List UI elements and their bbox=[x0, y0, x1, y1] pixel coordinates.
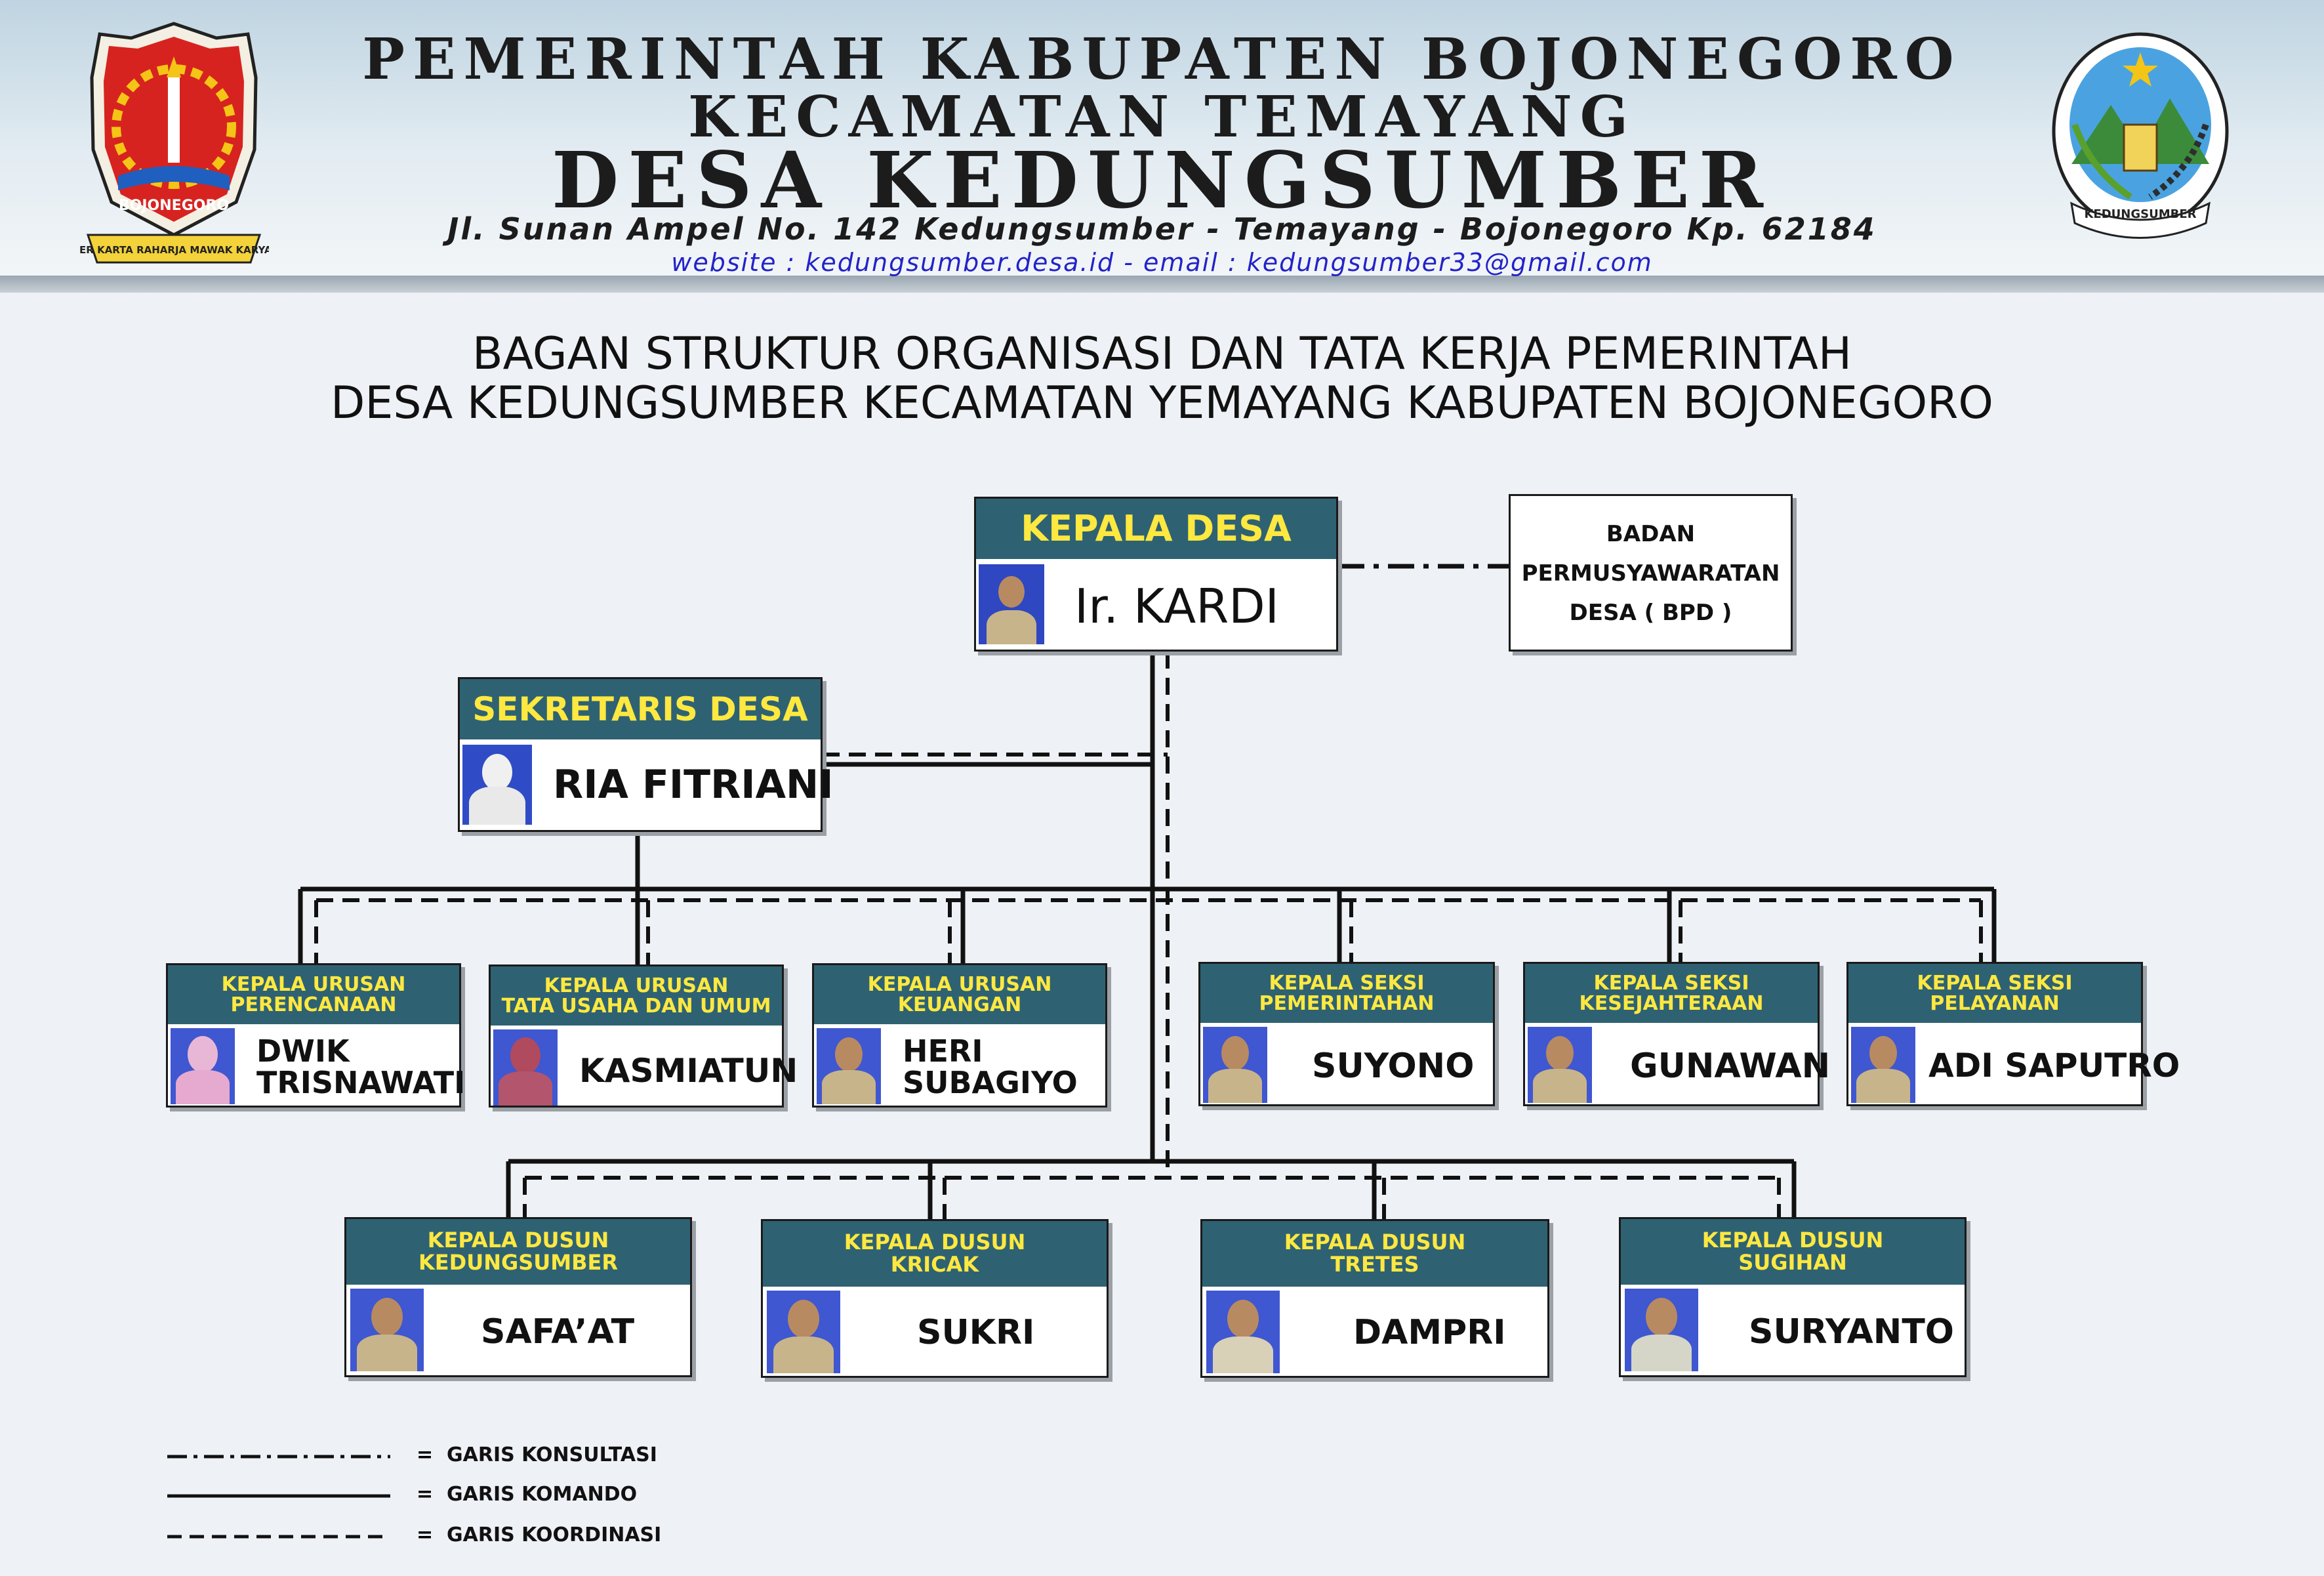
letterhead-line-2: KECAMATAN TEMAYANG bbox=[687, 84, 1637, 150]
logo-right-label: KEDUNGSUMBER bbox=[2084, 207, 2196, 221]
dusun-photo bbox=[1625, 1289, 1698, 1371]
urusan-name-line-1: DWIK bbox=[256, 1033, 350, 1069]
legend-symbol: = bbox=[417, 1524, 434, 1546]
dusun-photo bbox=[1206, 1291, 1280, 1373]
dusun-box: KEPALA DUSUN SUGIHAN SURYANTO bbox=[1619, 1217, 1967, 1377]
chart-title-line-2: DESA KEDUNGSUMBER KECAMATAN YEMAYANG KAB… bbox=[331, 377, 1993, 429]
legend-symbol: = bbox=[417, 1443, 434, 1466]
letterhead-divider bbox=[0, 276, 2324, 293]
seksi-role-line-2: KESEJAHTERAAN bbox=[1579, 992, 1764, 1015]
sekretaris-desa-name: RIA FITRIANI bbox=[553, 762, 834, 808]
seksi-photo bbox=[1528, 1027, 1592, 1103]
letterhead-contact: website : kedungsumber.desa.id - email :… bbox=[671, 248, 1653, 277]
seksi-box: KEPALA SEKSI PEMERINTAHAN SUYONO bbox=[1198, 962, 1495, 1106]
bpd-line-3: DESA ( BPD ) bbox=[1569, 600, 1732, 626]
urusan-name-line-2: TRISNAWATI bbox=[256, 1065, 466, 1100]
legend-consultation-line bbox=[167, 1455, 390, 1459]
dusun-box: KEPALA DUSUN KEDUNGSUMBER SAFA’AT bbox=[344, 1217, 692, 1377]
urusan-box: KEPALA URUSAN PERENCANAAN DWIK TRISNAWAT… bbox=[166, 963, 465, 1108]
urusan-name-line-1: HERI bbox=[903, 1033, 983, 1069]
kepala-desa-box: KEPALA DESA Ir. KARDI bbox=[974, 497, 1338, 652]
bojonegoro-logo: BOJONEGORO JER KARTA RAHARJA MAWAK KARYA bbox=[75, 18, 272, 268]
sekretaris-desa-box: SEKRETARIS DESA RIA FITRIANI bbox=[458, 677, 834, 832]
dusun-box: KEPALA DUSUN KRICAK SUKRI bbox=[761, 1219, 1109, 1378]
sekretaris-desa-role: SEKRETARIS DESA bbox=[460, 679, 821, 739]
sekretaris-desa-photo bbox=[462, 745, 532, 825]
letterhead-line-1: PEMERINTAH KABUPATEN BOJONEGORO bbox=[362, 26, 1962, 93]
letterhead-address: Jl. Sunan Ampel No. 142 Kedungsumber - T… bbox=[447, 211, 1877, 247]
legend-label: GARIS KOMANDO bbox=[447, 1483, 638, 1506]
seksi-name: ADI SAPUTRO bbox=[1928, 1047, 2180, 1085]
bpd-box: BADAN PERMUSYAWARATAN DESA ( BPD ) bbox=[1509, 494, 1793, 652]
urusan-role-line-1: KEPALA URUSAN bbox=[867, 972, 1052, 996]
urusan-name-line-1: KASMIATUN bbox=[579, 1052, 798, 1090]
urusan-role-line-2: PERENCANAAN bbox=[230, 993, 397, 1016]
urusan-photo bbox=[817, 1028, 881, 1104]
legend-label: GARIS KONSULTASI bbox=[447, 1443, 657, 1466]
logo-left-label: BOJONEGORO bbox=[119, 197, 229, 214]
urusan-role-line-2: KEUANGAN bbox=[897, 993, 1022, 1016]
seksi-photo bbox=[1851, 1027, 1915, 1103]
kepala-desa-name: Ir. KARDI bbox=[1074, 579, 1279, 634]
dusun-role-line-1: KEPALA DUSUN bbox=[844, 1230, 1026, 1255]
dusun-role-line-1: KEPALA DUSUN bbox=[1284, 1230, 1466, 1255]
seksi-box: KEPALA SEKSI KESEJAHTERAAN GUNAWAN bbox=[1523, 962, 1830, 1106]
logo-left-motto: JER KARTA RAHARJA MAWAK KARYA bbox=[79, 244, 269, 256]
seksi-role-line-1: KEPALA SEKSI bbox=[1593, 971, 1749, 995]
seksi-box: KEPALA SEKSI PELAYANAN ADI SAPUTRO bbox=[1846, 962, 2180, 1106]
chart-title-line-1: BAGAN STRUKTUR ORGANISASI DAN TATA KERJA… bbox=[472, 328, 1852, 380]
dusun-photo bbox=[767, 1291, 840, 1373]
dusun-role-line-1: KEPALA DUSUN bbox=[1702, 1228, 1884, 1253]
dusun-name: SAFA’AT bbox=[481, 1312, 635, 1352]
seksi-role-line-2: PELAYANAN bbox=[1930, 992, 2060, 1015]
seksi-name: SUYONO bbox=[1312, 1047, 1475, 1086]
legend-coordination-line bbox=[167, 1535, 390, 1539]
dusun-box: KEPALA DUSUN TRETES DAMPRI bbox=[1200, 1219, 1549, 1378]
legend-command-line bbox=[167, 1494, 390, 1498]
seksi-role-line-1: KEPALA SEKSI bbox=[1269, 971, 1425, 995]
legend-label: GARIS KOORDINASI bbox=[447, 1524, 662, 1546]
kepala-desa-photo bbox=[979, 564, 1044, 644]
dusun-role-line-2: KEDUNGSUMBER bbox=[418, 1250, 618, 1275]
urusan-role-line-2: TATA USAHA DAN UMUM bbox=[501, 995, 771, 1018]
dusun-role-line-2: KRICAK bbox=[890, 1252, 979, 1277]
seksi-role-line-2: PEMERINTAHAN bbox=[1259, 992, 1435, 1015]
urusan-box: KEPALA URUSAN KEUANGAN HERI SUBAGIYO bbox=[812, 963, 1107, 1108]
urusan-role-line-1: KEPALA URUSAN bbox=[221, 972, 406, 996]
dusun-name: DAMPRI bbox=[1353, 1313, 1506, 1352]
dusun-name: SUKRI bbox=[917, 1313, 1035, 1352]
kepala-desa-role: KEPALA DESA bbox=[976, 499, 1336, 559]
urusan-name-line-2: SUBAGIYO bbox=[903, 1065, 1078, 1100]
bpd-line-2: PERMUSYAWARATAN bbox=[1521, 560, 1780, 587]
dusun-role-line-1: KEPALA DUSUN bbox=[427, 1228, 609, 1253]
urusan-photo bbox=[171, 1028, 235, 1104]
bpd-line-1: BADAN bbox=[1606, 521, 1696, 547]
urusan-box: KEPALA URUSAN TATA USAHA DAN UMUM KASMIA… bbox=[489, 964, 798, 1108]
urusan-role-line-1: KEPALA URUSAN bbox=[544, 974, 729, 997]
kedungsumber-logo: KEDUNGSUMBER bbox=[2045, 26, 2235, 256]
legend-symbol: = bbox=[417, 1483, 434, 1506]
seksi-name: GUNAWAN bbox=[1630, 1047, 1831, 1086]
seksi-role-line-1: KEPALA SEKSI bbox=[1917, 971, 2073, 995]
dusun-name: SURYANTO bbox=[1749, 1312, 1954, 1352]
dusun-role-line-2: SUGIHAN bbox=[1738, 1250, 1847, 1275]
seksi-photo bbox=[1203, 1027, 1267, 1103]
dusun-role-line-2: TRETES bbox=[1330, 1252, 1419, 1277]
urusan-photo bbox=[493, 1029, 558, 1106]
dusun-photo bbox=[350, 1289, 424, 1371]
letterhead bbox=[0, 0, 2324, 282]
letterhead-line-3: DESA KEDUNGSUMBER bbox=[552, 135, 1772, 226]
